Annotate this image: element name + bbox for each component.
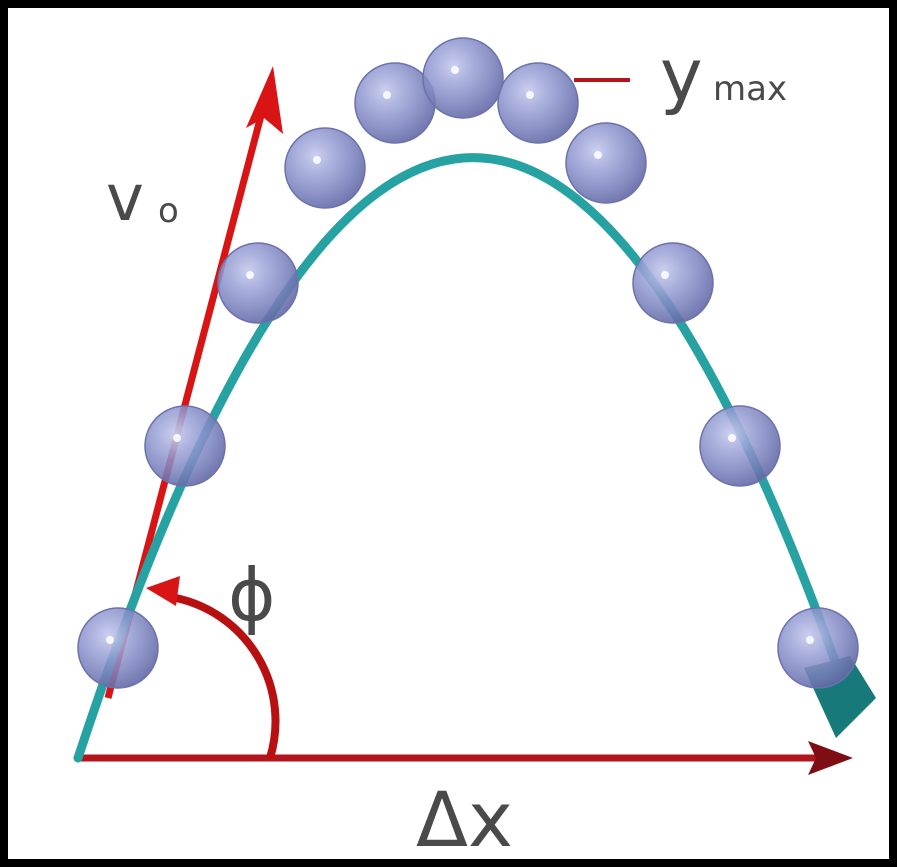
ball <box>422 37 504 119</box>
angle-label: ϕ <box>228 553 276 637</box>
ball <box>217 242 299 324</box>
ball-highlight <box>451 66 459 74</box>
ball-highlight <box>728 434 736 442</box>
range-vector <box>78 741 853 775</box>
ball <box>632 242 714 324</box>
ball <box>144 405 226 487</box>
ball-highlight <box>313 156 321 164</box>
ball-highlight <box>806 636 814 644</box>
angle-arc <box>146 576 280 760</box>
max-height-label-sub: max <box>713 69 787 109</box>
ball-highlight <box>594 151 602 159</box>
ball <box>565 122 647 204</box>
velocity-arrowhead <box>246 66 283 134</box>
ball-highlight <box>383 91 391 99</box>
velocity-label-main: v <box>106 162 144 236</box>
ball-highlight <box>526 91 534 99</box>
ball <box>699 405 781 487</box>
ball <box>284 127 366 209</box>
projectile-motion-diagram: v o y max ϕ Δx <box>73 33 876 859</box>
ball <box>497 62 579 144</box>
velocity-label-sub: o <box>158 191 179 231</box>
velocity-label: v o <box>106 162 179 236</box>
ball-positions <box>77 37 859 689</box>
range-arrowhead <box>808 741 853 775</box>
ball-highlight <box>661 271 669 279</box>
ball-highlight <box>106 636 114 644</box>
diagram-canvas: v o y max ϕ Δx <box>8 8 889 859</box>
ball <box>777 607 859 689</box>
angle-arc-arrowhead <box>146 576 180 606</box>
ball <box>77 607 159 689</box>
ball-highlight <box>173 434 181 442</box>
ball-highlight <box>246 271 254 279</box>
max-height-label: y max <box>660 33 787 117</box>
range-label: Δx <box>416 775 513 859</box>
max-height-label-main: y <box>660 33 703 117</box>
